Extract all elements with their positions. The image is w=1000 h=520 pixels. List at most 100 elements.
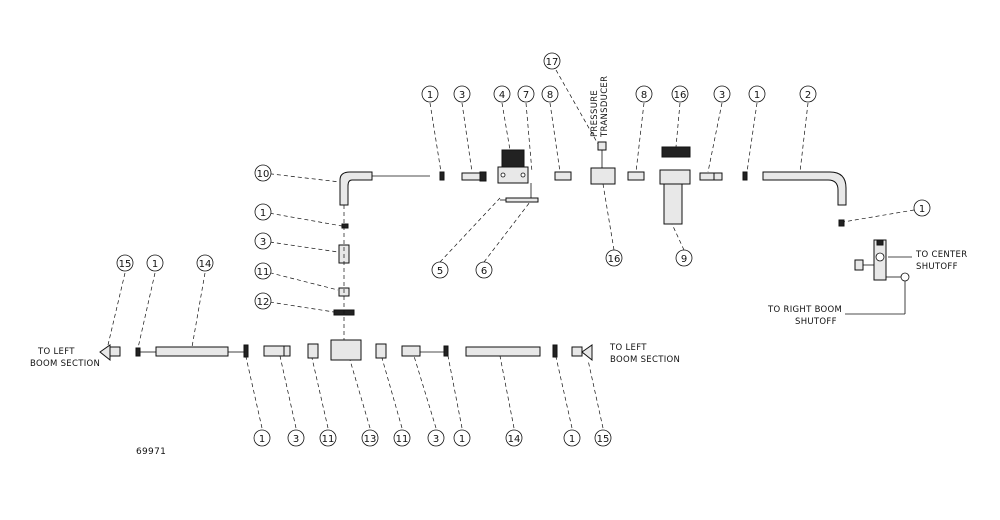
callout-8-right: 8 [635,85,653,103]
nozzle-15-right [571,346,583,357]
clamp-1-right [742,171,748,181]
callout-16: 16 [671,85,689,103]
callout-11-vertical: 11 [254,262,272,280]
tee-13 [330,339,362,361]
svg-text:11: 11 [396,434,409,445]
clamp-1-vertical [341,223,349,229]
label-to-left-boom-left-1: TO LEFT [37,347,75,357]
fitting-8 [554,171,572,181]
callout-1-vertical: 1 [254,203,272,221]
fitting-3 [461,172,481,181]
svg-text:1: 1 [919,204,925,215]
filter-9 [659,146,691,225]
svg-text:16: 16 [674,90,687,101]
callout-8: 8 [541,85,559,103]
callout-1-b1: 1 [253,429,271,447]
strap-6 [505,197,539,203]
label-to-left-boom-right-1: TO LEFT [609,343,647,353]
callout-1-right: 1 [748,85,766,103]
label-to-right-boom-1: TO RIGHT BOOM [767,305,842,315]
callout-1-far-right: 1 [913,199,931,217]
callout-11-b1: 11 [319,429,337,447]
svg-text:4: 4 [499,90,505,101]
svg-text:12: 12 [257,297,270,308]
clamp-1-bl [135,347,141,357]
right-shutoff-valve [854,239,910,282]
callout-3-vertical: 3 [254,232,272,250]
svg-text:3: 3 [433,434,439,445]
svg-text:8: 8 [547,90,553,101]
svg-text:3: 3 [293,434,299,445]
elbow-hose-10 [339,171,373,206]
callout-1-left: 1 [146,254,164,272]
svg-text:16: 16 [608,254,621,265]
callout-6: 6 [475,261,493,279]
svg-text:1: 1 [260,208,266,219]
svg-text:13: 13 [364,434,377,445]
svg-text:5: 5 [437,266,443,277]
svg-text:1: 1 [259,434,265,445]
label-to-left-boom-left-2: BOOM SECTION [30,359,100,369]
label-to-center-shutoff-2: SHUTOFF [916,262,958,272]
callouts: 1 3 4 7 8 17 8 16 3 1 2 10 1 3 11 12 5 6… [116,52,931,447]
label-to-right-boom-2: SHUTOFF [795,317,837,327]
valve-4 [497,149,529,184]
callout-5: 5 [431,261,449,279]
label-to-center-shutoff-1: TO CENTER [915,250,967,260]
fitting-8-right [627,171,645,181]
text-labels: TO LEFT BOOM SECTION TO LEFT BOOM SECTIO… [30,76,967,457]
svg-text:6: 6 [481,266,487,277]
callout-10: 10 [254,164,272,182]
svg-text:14: 14 [508,434,521,445]
svg-text:11: 11 [322,434,335,445]
hose-14-right [465,346,541,357]
hose-14-left [155,346,229,357]
fitting-3-bottom-right [401,345,421,357]
nozzle-15-left [99,344,111,362]
tee-16 [590,167,616,185]
clamp-1 [439,171,445,181]
svg-text:3: 3 [260,237,266,248]
svg-text:8: 8 [641,90,647,101]
callout-7: 7 [517,85,535,103]
callout-3: 3 [453,85,471,103]
top-assembly [333,141,910,340]
fitting-11-bottom-left [307,343,319,359]
hose-2 [762,171,847,206]
label-transducer: TRANSDUCER [600,76,610,138]
callout-4: 4 [493,85,511,103]
svg-text:17: 17 [546,57,559,68]
callout-9: 9 [675,249,693,267]
callout-14-left: 14 [196,254,214,272]
svg-text:9: 9 [681,254,687,265]
svg-text:1: 1 [754,90,760,101]
callout-2: 2 [799,85,817,103]
figure-number: 69971 [136,447,166,457]
svg-text:2: 2 [805,90,811,101]
svg-text:14: 14 [199,259,212,270]
callout-13: 13 [361,429,379,447]
callout-3-b2: 3 [427,429,445,447]
leader-lines [107,69,915,429]
callout-15-left: 15 [116,254,134,272]
svg-text:7: 7 [523,90,529,101]
svg-text:1: 1 [569,434,575,445]
fitting-11-bottom-right [375,343,387,359]
callout-16-lower: 16 [605,249,623,267]
svg-text:3: 3 [719,90,725,101]
fitting-3-bottom [263,345,285,357]
svg-text:1: 1 [152,259,158,270]
callout-12: 12 [254,292,272,310]
callout-15-b: 15 [594,429,612,447]
label-to-left-boom-right-2: BOOM SECTION [610,355,680,365]
callout-17: 17 [543,52,561,70]
callout-11-b2: 11 [393,429,411,447]
bottom-assembly [99,339,593,362]
callout-3-b1: 3 [287,429,305,447]
callout-1: 1 [421,85,439,103]
svg-text:3: 3 [459,90,465,101]
clamp-1-br [552,344,558,358]
svg-text:15: 15 [119,259,132,270]
callout-1-b2: 1 [453,429,471,447]
fitting-3-right [699,172,715,181]
